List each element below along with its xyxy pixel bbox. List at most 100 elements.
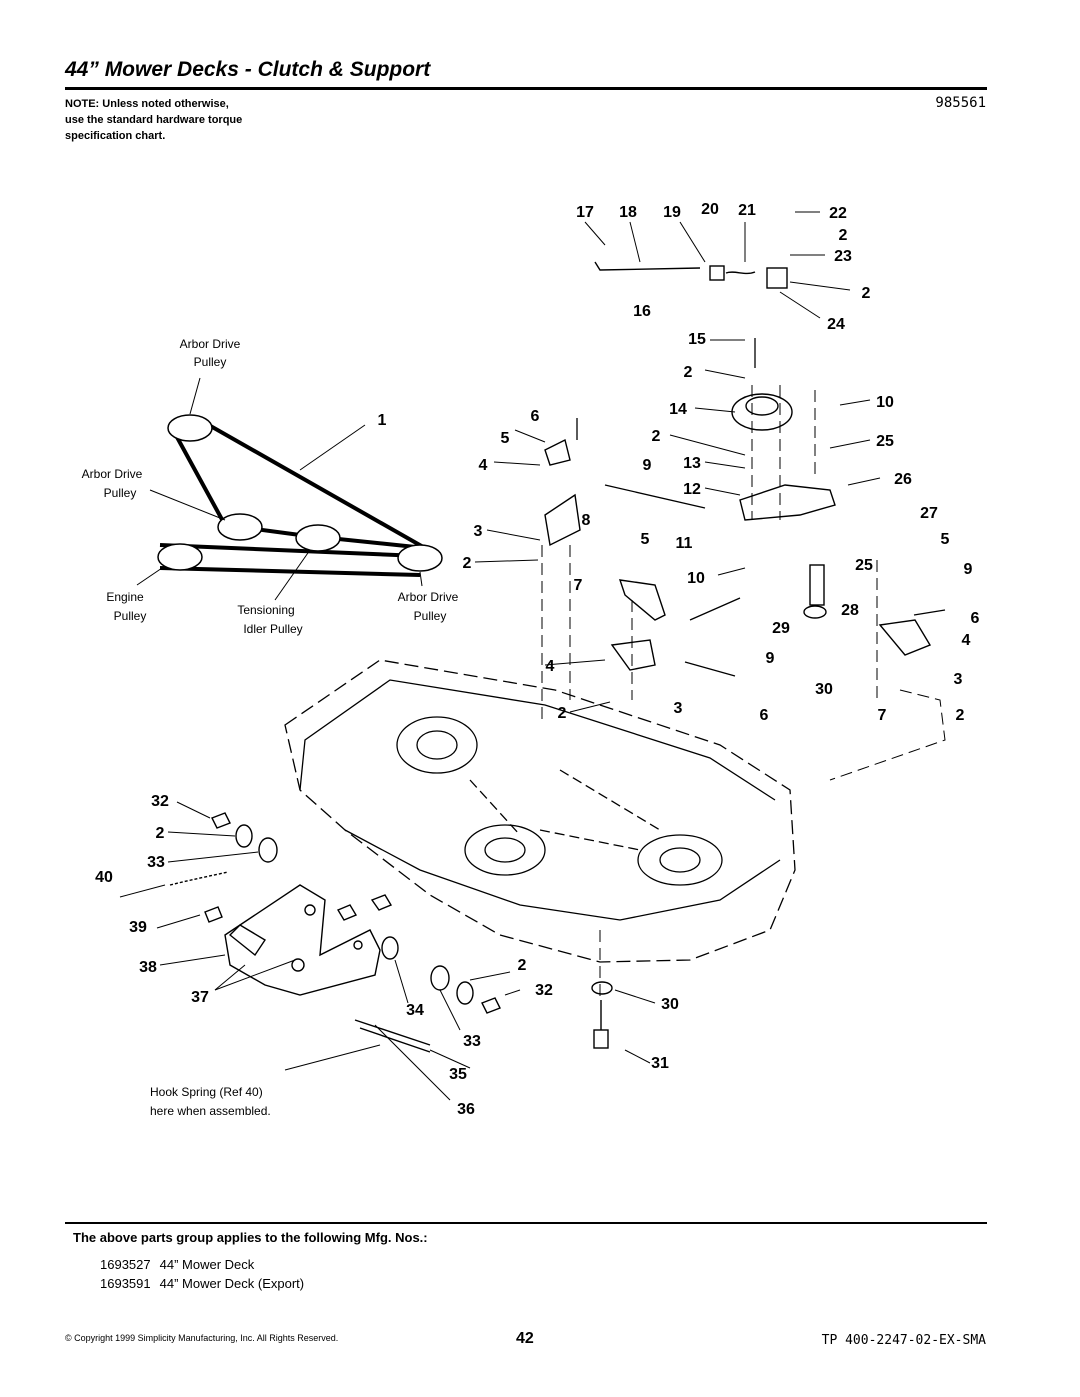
belt-labels: Arbor Drive Pulley Arbor Drive Pulley En…	[82, 337, 459, 636]
mower-deck	[284, 659, 796, 963]
linkage-rods	[576, 338, 946, 677]
callout: 30	[661, 996, 679, 1013]
tensioning-label-1: Tensioning	[237, 603, 294, 617]
callout: 33	[463, 1033, 481, 1050]
callout: 10	[876, 394, 894, 411]
drawing-number: 985561	[935, 95, 986, 111]
callout: 5	[501, 430, 510, 447]
callout: 2	[156, 825, 165, 842]
washer-stack	[204, 812, 501, 1014]
copyright: © Copyright 1999 Simplicity Manufacturin…	[65, 1333, 339, 1343]
arbor-right-label-1: Arbor Drive	[398, 590, 459, 604]
callout: 28	[841, 602, 859, 619]
callout-leaders	[119, 211, 881, 1101]
spindle-center	[464, 824, 546, 876]
tensioning-idler-pulley	[295, 524, 341, 552]
callout: 9	[643, 457, 652, 474]
callout: 35	[449, 1066, 467, 1083]
callout: 2	[839, 227, 848, 244]
callout-numbers: 17 18 19 20 21 22 2 23 2 16 24 15 2 14 1…	[95, 201, 979, 1118]
callout: 1	[378, 412, 387, 429]
callout: 3	[674, 700, 683, 717]
callout: 11	[676, 535, 693, 552]
callout: 22	[829, 205, 847, 222]
callout: 32	[151, 793, 169, 810]
callout: 7	[878, 707, 887, 724]
callout: 8	[582, 512, 591, 529]
callout: 3	[954, 671, 963, 688]
callout: 6	[531, 408, 540, 425]
callout: 5	[641, 531, 650, 548]
callout: 2	[652, 428, 661, 445]
drive-belt-lower	[159, 543, 421, 558]
callout: 36	[457, 1101, 475, 1118]
callout: 39	[129, 919, 147, 936]
doc-code: TP 400-2247-02-EX-SMA	[821, 1333, 986, 1348]
callout: 12	[683, 481, 701, 498]
callout: 4	[546, 658, 555, 675]
deck-support-bracket	[224, 884, 381, 996]
callout: 19	[663, 204, 681, 221]
arbor-left-label-1: Arbor Drive	[82, 467, 143, 481]
mfg-number: 1693591	[100, 1276, 151, 1291]
note-line: NOTE: Unless noted otherwise,	[65, 98, 229, 110]
callout: 37	[191, 989, 209, 1006]
arbor-top-label-1: Arbor Drive	[180, 337, 241, 351]
callout: 32	[535, 982, 553, 999]
callout: 2	[956, 707, 965, 724]
callout: 40	[95, 869, 113, 886]
arbor-drive-pulley-right	[397, 544, 443, 572]
torque-note: NOTE: Unless noted otherwise, use the st…	[65, 96, 325, 144]
dashed-leader-lines	[541, 385, 946, 1000]
callout: 2	[558, 705, 567, 722]
page-title: 44” Mower Decks - Clutch & Support	[65, 58, 431, 81]
mfg-description: 44” Mower Deck	[159, 1257, 255, 1272]
callout: 21	[738, 202, 756, 219]
spindle-bolt	[591, 981, 613, 1049]
callout: 2	[862, 285, 871, 302]
spindle-left	[396, 716, 478, 774]
callout: 18	[619, 204, 637, 221]
callout: 3	[474, 523, 483, 540]
callout: 2	[518, 957, 527, 974]
callout: 30	[815, 681, 833, 698]
arbor-left-label-2: Pulley	[104, 486, 137, 500]
callout: 14	[669, 401, 687, 418]
callout: 25	[876, 433, 894, 450]
drive-belt-lower-return	[159, 566, 421, 577]
callout: 17	[576, 204, 594, 221]
footer-rule	[65, 1222, 987, 1224]
note-line: use the standard hardware torque	[65, 114, 243, 126]
hook-note-line: Hook Spring (Ref 40)	[150, 1085, 263, 1099]
support-rod	[354, 1019, 431, 1053]
callout: 16	[633, 303, 651, 320]
engine-label-1: Engine	[106, 590, 144, 604]
callout: 23	[834, 248, 852, 265]
callout: 29	[772, 620, 790, 637]
callout: 2	[684, 364, 693, 381]
page-number: 42	[516, 1330, 534, 1347]
note-line: specification chart.	[65, 130, 166, 142]
callout: 38	[139, 959, 157, 976]
mfg-description: 44” Mower Deck (Export)	[159, 1276, 305, 1291]
engine-pulley	[157, 543, 203, 571]
callout: 31	[651, 1055, 669, 1072]
mfg-row: 1693527 44” Mower Deck	[100, 1257, 254, 1272]
callout: 33	[147, 854, 165, 871]
drive-belt	[170, 417, 426, 550]
hook-note: Hook Spring (Ref 40) here when assembled…	[150, 1085, 271, 1118]
arbor-drive-pulley-top	[167, 414, 213, 442]
applies-heading: The above parts group applies to the fol…	[73, 1230, 428, 1245]
callout: 26	[894, 471, 912, 488]
callout: 27	[920, 505, 938, 522]
callout: 9	[766, 650, 775, 667]
spacer	[809, 564, 825, 606]
clutch-assembly	[544, 261, 932, 671]
callout: 10	[687, 570, 705, 587]
callout: 25	[855, 557, 873, 574]
engine-label-2: Pulley	[114, 609, 147, 623]
mfg-row: 1693591 44” Mower Deck (Export)	[100, 1276, 304, 1291]
callout: 6	[760, 707, 769, 724]
arbor-right-label-2: Pulley	[414, 609, 447, 623]
